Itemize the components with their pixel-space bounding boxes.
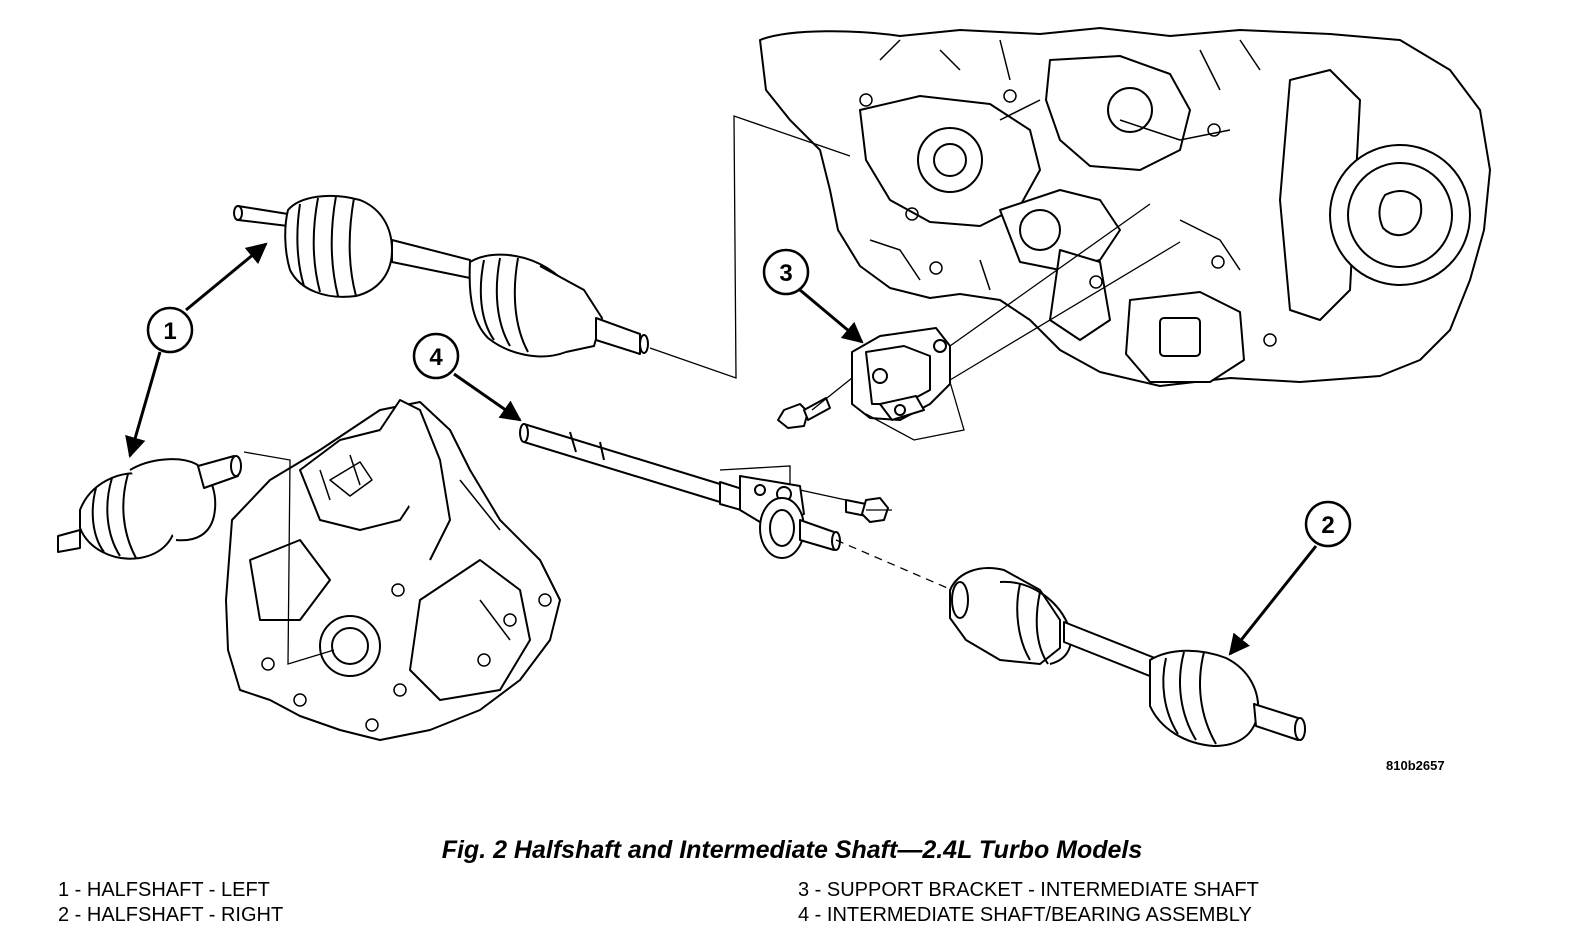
bracket-bolt-illustration (777, 397, 831, 429)
halfshaft-left-inboard-illustration (57, 455, 242, 560)
callout-3-label: 3 (779, 260, 792, 287)
legend-left-column: 1 - HALFSHAFT - LEFT 2 - HALFSHAFT - RIG… (58, 878, 283, 928)
callout-4-arrow (453, 372, 522, 422)
callout-1-arrow-upper (185, 242, 268, 312)
bearing-bolt-illustration (845, 497, 889, 523)
callout-4: 4 (412, 332, 522, 422)
transaxle-illustration (225, 399, 561, 741)
legend-item-halfshaft-left: 1 - HALFSHAFT - LEFT (58, 879, 270, 901)
support-bracket-illustration (851, 327, 951, 421)
callout-3: 3 (762, 248, 864, 344)
intermediate-shaft-illustration (519, 423, 841, 559)
callout-2-label: 2 (1321, 512, 1334, 539)
callout-3-arrow (799, 288, 864, 344)
legend-right-column: 3 - SUPPORT BRACKET - INTERMEDIATE SHAFT… (798, 878, 1259, 928)
alignment-lines (243, 115, 1181, 665)
callout-1-label: 1 (163, 318, 176, 345)
halfshaft-right-illustration (949, 567, 1306, 747)
callout-2-arrow (1228, 545, 1318, 656)
figure-id: 810b2657 (1386, 758, 1445, 773)
halfshaft-left-illustration (233, 194, 649, 358)
legend-item-halfshaft-right: 2 - HALFSHAFT - RIGHT (58, 904, 284, 926)
callout-2: 2 (1228, 500, 1352, 656)
callout-1: 1 (125, 242, 268, 459)
legend-item-intermediate-shaft: 4 - INTERMEDIATE SHAFT/BEARING ASSEMBLY (798, 904, 1252, 926)
callout-4-label: 4 (429, 344, 443, 371)
engine-block-illustration (759, 27, 1491, 387)
callout-1-arrow-lower (125, 351, 162, 459)
legend-item-support-bracket: 3 - SUPPORT BRACKET - INTERMEDIATE SHAFT (798, 879, 1259, 901)
exploded-assembly-diagram: 1 2 3 4 (57, 27, 1491, 747)
figure-caption: Fig. 2 Halfshaft and Intermediate Shaft—… (441, 836, 1143, 864)
